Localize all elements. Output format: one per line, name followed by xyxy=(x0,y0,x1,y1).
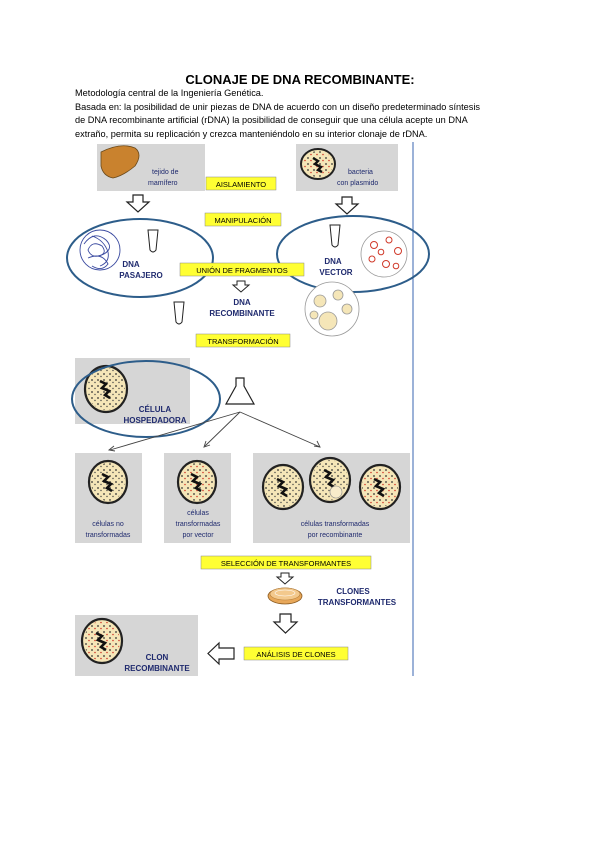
nontrans-label-1: células no xyxy=(92,521,124,528)
step-isolation: AISLAMIENTO xyxy=(216,180,266,189)
vectortrans-label-1: células xyxy=(187,510,209,517)
host-ellipse xyxy=(71,360,221,438)
flask-icon xyxy=(224,377,256,405)
recomb-label-2: RECOMBINANTE xyxy=(209,309,275,318)
recomb-label-1: DNA xyxy=(233,298,251,307)
step-analysis-box xyxy=(243,646,349,661)
step-manipulation-box xyxy=(204,212,282,227)
left-arrow-analysis xyxy=(207,641,235,666)
vectortrans-label-3: por vector xyxy=(182,532,214,539)
host-cell-panel: CÉLULA HOSPEDADORA xyxy=(75,358,190,425)
passenger-dna-tangle xyxy=(79,229,121,271)
step-union-box xyxy=(179,262,305,277)
branch-arrows xyxy=(107,411,321,452)
petri-dish-icon xyxy=(267,587,303,605)
tube-icon-lower xyxy=(173,301,185,325)
down-arrow-left xyxy=(125,194,151,213)
tissue-label-1: tejido de xyxy=(152,169,179,176)
recombtransformed-panel: células transformadas por recombinante xyxy=(253,453,410,543)
bacteria-label-2: con plasmido xyxy=(337,180,378,187)
tissue-panel: tejido de mamífero xyxy=(97,144,205,191)
host-label-1: CÉLULA xyxy=(139,405,172,414)
passenger-ellipse xyxy=(66,218,214,298)
step-selection-box xyxy=(200,555,372,570)
clone-panel: CLON RECOMBINANTE xyxy=(75,615,198,676)
step-manipulation: MANIPULACIÓN xyxy=(214,216,271,225)
vectortrans-label-2: transformadas xyxy=(176,521,221,528)
intro-line-2: Basada en: la posibilidad de unir piezas… xyxy=(75,101,481,112)
intro-line-1: Metodología central de la Ingeniería Gen… xyxy=(75,88,264,98)
down-arrow-selection xyxy=(275,572,295,585)
intro-text: Metodología central de la Ingeniería Gen… xyxy=(75,87,535,141)
recombtrans-label-2: por recombinante xyxy=(308,532,363,539)
down-arrow-right xyxy=(334,196,360,215)
host-label-2: HOSPEDADORA xyxy=(123,416,186,425)
host-dna-icon xyxy=(99,379,112,400)
plasmid-circles xyxy=(368,236,402,270)
recombtrans-label-1: células transformadas xyxy=(301,521,370,528)
clon-label-1: CLON xyxy=(146,653,169,662)
tube-icon-right xyxy=(329,224,341,248)
vector-label-2: VECTOR xyxy=(319,268,352,277)
plasmid-group xyxy=(360,230,408,278)
down-arrow-union xyxy=(231,280,251,293)
clon-label-2: RECOMBINANTE xyxy=(124,664,190,673)
vectortransformed-panel: células transformadas por vector xyxy=(164,453,231,543)
bacteria-panel: bacteria con plasmido xyxy=(296,144,398,191)
passenger-label-1: DNA xyxy=(122,260,140,269)
step-analysis: ANÁLISIS DE CLONES xyxy=(256,650,335,659)
step-transformation-box xyxy=(195,333,291,348)
recombinant-plasmid-bubbles xyxy=(304,281,360,337)
step-selection: SELECCIÓN DE TRANSFORMANTES xyxy=(221,559,351,568)
nontransformed-panel: células no transformadas xyxy=(75,453,142,543)
liver-icon xyxy=(100,145,140,179)
step-isolation-box xyxy=(205,176,277,191)
intro-line-4: extraño, permita su replicación y crezca… xyxy=(75,128,428,139)
step-union: UNIÓN DE FRAGMENTOS xyxy=(196,266,288,275)
down-arrow-clones xyxy=(272,613,299,634)
clones-label-2: TRANSFORMANTES xyxy=(318,598,397,607)
passenger-label-2: PASAJERO xyxy=(119,271,162,280)
intro-line-3: de DNA recombinante artificial (rDNA) la… xyxy=(75,115,468,126)
clones-label-1: CLONES xyxy=(336,587,370,596)
nontrans-label-2: transformadas xyxy=(86,532,131,539)
tissue-label-2: mamífero xyxy=(148,180,178,187)
vector-label-1: DNA xyxy=(324,257,342,266)
bacteria-dna-icon xyxy=(312,156,324,174)
bacteria-label-1: bacteria xyxy=(348,169,373,176)
tube-icon-left xyxy=(147,229,159,253)
page-title: CLONAJE DE DNA RECOMBINANTE: xyxy=(185,72,415,87)
step-transformation: TRANSFORMACIÓN xyxy=(207,337,278,346)
